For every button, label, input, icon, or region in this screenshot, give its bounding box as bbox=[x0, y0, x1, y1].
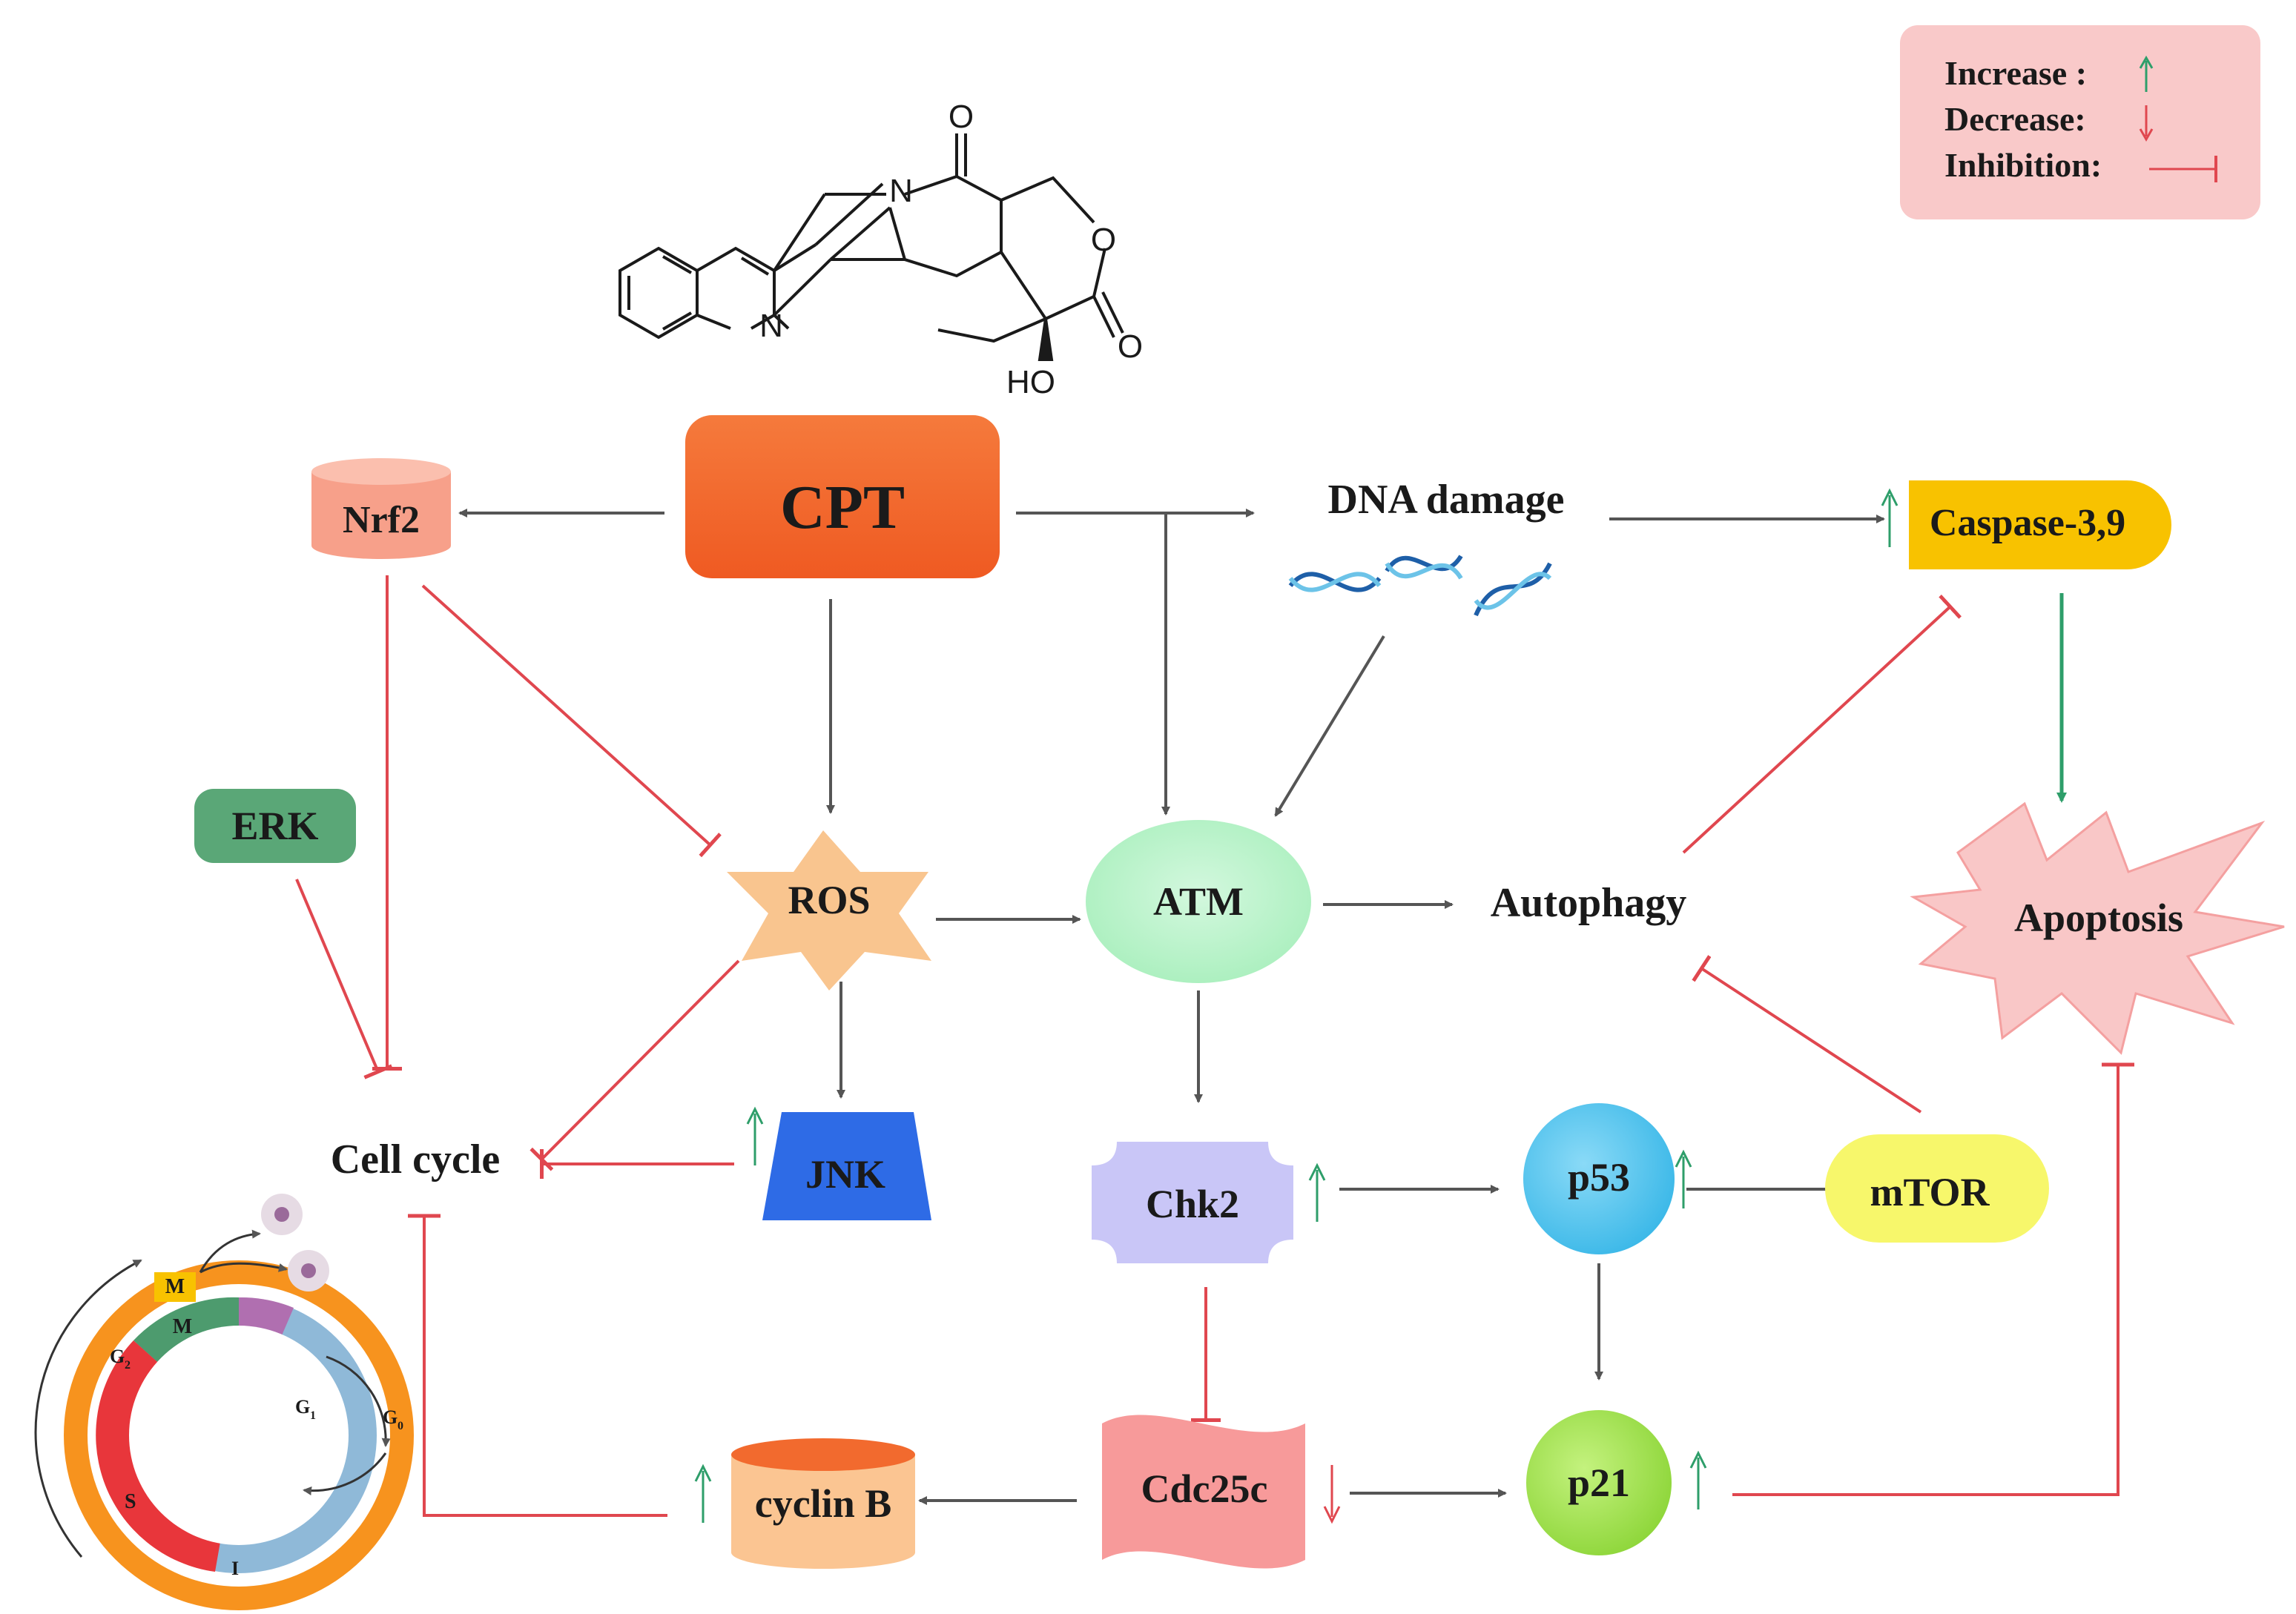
autophagy-label: Autophagy bbox=[1491, 880, 1687, 926]
apoptosis-label: Apoptosis bbox=[2014, 896, 2183, 940]
cell-cycle-g2-sub: 2 bbox=[125, 1359, 131, 1372]
jnk-label: JNK bbox=[805, 1152, 885, 1197]
p53-label: p53 bbox=[1568, 1155, 1630, 1200]
node-apoptosis: Apoptosis bbox=[1910, 801, 2285, 1055]
legend-inhibition-label: Inhibition: bbox=[1944, 146, 2102, 184]
node-cpt: CPT bbox=[685, 415, 1000, 578]
cell-cycle-g1-sub: 1 bbox=[310, 1409, 316, 1422]
atom-o-ring: O bbox=[1091, 222, 1116, 258]
p53-increase-arrow-icon bbox=[1675, 1149, 1692, 1208]
node-cyclin-b: cyclin B bbox=[694, 1438, 915, 1569]
cell-cycle-inner-m: M bbox=[173, 1315, 192, 1338]
inhibition-lines bbox=[295, 575, 2134, 1517]
legend-increase-arrow-icon bbox=[2139, 55, 2154, 92]
cell-cycle-g0-sub: 0 bbox=[397, 1420, 403, 1432]
cpt-label: CPT bbox=[780, 473, 905, 542]
cell-cycle-g1: G bbox=[295, 1396, 310, 1418]
node-dna-damage: DNA damage bbox=[1288, 477, 1565, 617]
caspase-increase-arrow-icon bbox=[1881, 488, 1899, 547]
node-atm: ATM bbox=[1086, 820, 1311, 983]
node-chk2: Chk2 bbox=[1092, 1142, 1326, 1263]
node-p21: p21 bbox=[1526, 1410, 1707, 1555]
camptothecin-atom-labels: O N N O O HO bbox=[759, 99, 1143, 400]
mtor-label: mTOR bbox=[1870, 1170, 1990, 1214]
cell-cycle-g0: G bbox=[383, 1406, 397, 1428]
atom-o-carbonyl: O bbox=[1118, 328, 1143, 365]
node-ros: ROS bbox=[727, 830, 931, 990]
node-jnk: JNK bbox=[746, 1106, 931, 1220]
legend-decrease-label: Decrease: bbox=[1944, 100, 2086, 138]
node-nrf2: Nrf2 bbox=[311, 458, 451, 559]
cell-cycle-g2: G bbox=[110, 1346, 125, 1367]
node-p53: p53 bbox=[1523, 1103, 1692, 1254]
atm-label: ATM bbox=[1153, 879, 1244, 924]
erk-label: ERK bbox=[231, 804, 318, 848]
legend: Increase : Decrease: Inhibition: bbox=[1900, 25, 2260, 219]
dna-damage-label: DNA damage bbox=[1328, 477, 1565, 523]
node-caspase: Caspase-3,9 bbox=[1881, 480, 2171, 569]
cell-cycle-outer-m: M bbox=[165, 1275, 185, 1298]
legend-box bbox=[1900, 25, 2260, 219]
cell-cycle-i: I bbox=[231, 1558, 239, 1579]
legend-inhibition-bar-icon bbox=[2149, 156, 2217, 182]
node-cdc25c: Cdc25c bbox=[1102, 1415, 1341, 1569]
chk2-label: Chk2 bbox=[1146, 1182, 1239, 1226]
cyclin-b-label: cyclin B bbox=[755, 1481, 892, 1526]
jnk-increase-arrow-icon bbox=[746, 1106, 764, 1165]
chk2-increase-arrow-icon bbox=[1308, 1162, 1326, 1222]
p21-increase-arrow-icon bbox=[1689, 1450, 1707, 1509]
caspase-label: Caspase-3,9 bbox=[1930, 502, 2125, 544]
camptothecin-structure bbox=[618, 133, 1124, 361]
legend-decrease-arrow-icon bbox=[2139, 105, 2154, 142]
nrf2-label: Nrf2 bbox=[343, 499, 420, 541]
cell-cycle-wheel: M M G 2 G 1 G 0 S I bbox=[34, 1194, 414, 1610]
node-mtor: mTOR bbox=[1825, 1134, 2049, 1243]
atom-n-ring: N bbox=[889, 173, 913, 209]
activation-arrows bbox=[458, 509, 1885, 1505]
atom-ho: HO bbox=[1006, 364, 1055, 400]
node-erk: ERK bbox=[194, 789, 356, 863]
cdc25c-label: Cdc25c bbox=[1141, 1466, 1268, 1511]
atom-n-quinoline: N bbox=[759, 308, 783, 344]
ros-label: ROS bbox=[788, 878, 870, 922]
legend-increase-label: Increase : bbox=[1944, 54, 2087, 92]
cyclin-b-increase-arrow-icon bbox=[694, 1463, 712, 1523]
dna-helix-icon bbox=[1288, 555, 1552, 617]
cell-cycle-s: S bbox=[125, 1490, 136, 1513]
cdc25c-decrease-arrow-icon bbox=[1323, 1465, 1341, 1524]
cell-cycle-label: Cell cycle bbox=[331, 1137, 501, 1183]
atom-o-top: O bbox=[949, 99, 974, 135]
p21-label: p21 bbox=[1568, 1461, 1630, 1505]
